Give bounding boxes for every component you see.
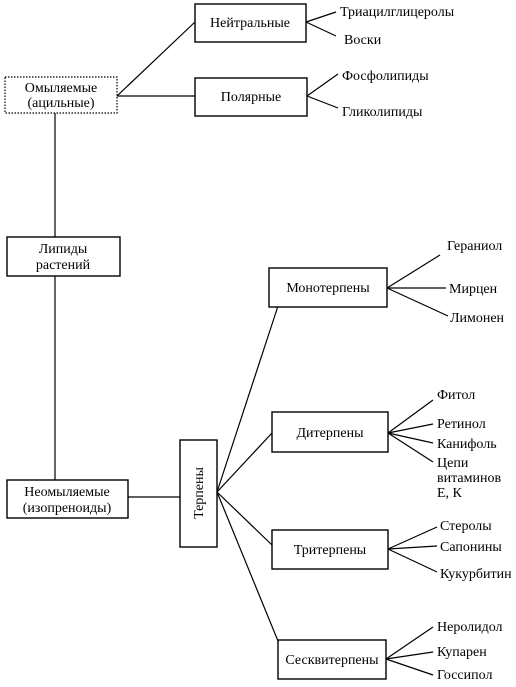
connector-di-leaf-2 [387,423,434,434]
leaf-gossypol: Госсипол [437,668,492,682]
node-monoterpenes-label: Монотерпены [286,281,370,296]
leaves-sesquiterpenes: Неролидол Купарен Госсипол [437,620,503,683]
node-neutral: Нейтральные [194,3,307,43]
leaf-myrcene: Мирцен [449,282,498,297]
connector-polar-leaf-2 [306,95,339,109]
connector-terpenes-triterpenes [216,491,273,546]
leaves-neutral: Триацилглицеролы Воски [340,5,455,48]
leaf-triacylglycerols: Триацилглицеролы [340,5,455,20]
node-neutral-label: Нейтральные [210,16,290,31]
node-triterpenes-label: Тритерпены [294,543,367,558]
leaves-diterpenes: Фитол Ретинол Канифоль Цепи витаминов Е,… [437,388,505,501]
node-diterpenes: Дитерпены [271,411,389,453]
connector-tri-leaf-2 [387,545,438,550]
node-root: Липиды растений [6,236,121,277]
node-terpenes: Терпены [179,439,218,548]
connector-sesqui-leaf-1 [385,626,434,660]
leaf-saponins: Сапонины [440,540,502,555]
node-unsaponifiable: Неомыляемые (изопреноиды) [6,479,129,519]
node-root-line-1: Липиды [39,242,88,257]
node-unsaponifiable-line-2: (изопреноиды) [23,501,112,516]
node-saponifiable-line-2: (ацильные) [27,96,94,111]
connector-saponifiable-neutral [116,21,196,97]
leaf-geraniol: Гераниол [447,239,502,254]
connector-di-leaf-1 [387,399,434,434]
connector-lines [54,11,449,676]
leaf-vitamin-chains: Цепи витаминов Е, К [437,456,505,501]
node-monoterpenes: Монотерпены [268,267,388,308]
leaf-nerolidol: Неролидол [437,620,503,635]
connector-terpenes-diterpenes [216,432,273,493]
node-saponifiable-line-1: Омыляемые [25,81,98,96]
connector-mono-leaf-3 [386,287,449,317]
leaf-limonene: Лимонен [450,311,505,326]
leaves-triterpenes: Стеролы Сапонины Кукурбитин [440,519,512,582]
connector-mono-leaf-1 [386,254,441,289]
connector-di-leaf-3 [387,432,434,444]
leaf-glycolipids: Гликолипиды [342,105,423,120]
connector-terpenes-monoterpenes [216,305,279,493]
leaves-polar: Фосфолипиды Гликолипиды [342,69,429,120]
leaves-monoterpenes: Гераниол Мирцен Лимонен [447,239,505,326]
connector-terpenes-sesquiterpenes [216,491,279,642]
leaf-waxes: Воски [344,33,382,48]
node-sesquiterpenes-label: Сесквитерпены [285,653,379,668]
leaf-phospholipids: Фосфолипиды [342,69,429,84]
leaf-phytol: Фитол [437,388,475,403]
connector-tri-leaf-1 [387,526,438,550]
leaf-rosin: Канифоль [437,437,497,452]
leaf-cuparene: Купарен [437,645,487,660]
node-polar-label: Полярные [221,90,281,105]
connector-tri-leaf-3 [387,548,438,573]
connector-polar-leaf-1 [306,73,339,97]
node-terpenes-label: Терпены [192,466,207,518]
node-root-line-2: растений [36,258,91,273]
node-triterpenes: Тритерпены [271,529,389,570]
node-polar: Полярные [194,77,308,117]
leaf-cucurbitin: Кукурбитин [440,567,512,582]
connector-sesqui-leaf-2 [385,651,434,660]
connector-di-leaf-4 [387,432,434,463]
leaf-sterols: Стеролы [440,519,492,534]
connector-sesqui-leaf-3 [385,658,434,676]
node-diterpenes-label: Дитерпены [297,426,365,441]
connector-neutral-leaf-1 [305,11,337,23]
node-unsaponifiable-line-1: Неомыляемые [24,485,109,500]
leaf-retinol: Ретинол [437,417,486,432]
connector-neutral-leaf-2 [305,21,337,37]
node-saponifiable: Омыляемые (ацильные) [4,76,118,114]
node-sesquiterpenes: Сесквитерпены [277,639,387,680]
